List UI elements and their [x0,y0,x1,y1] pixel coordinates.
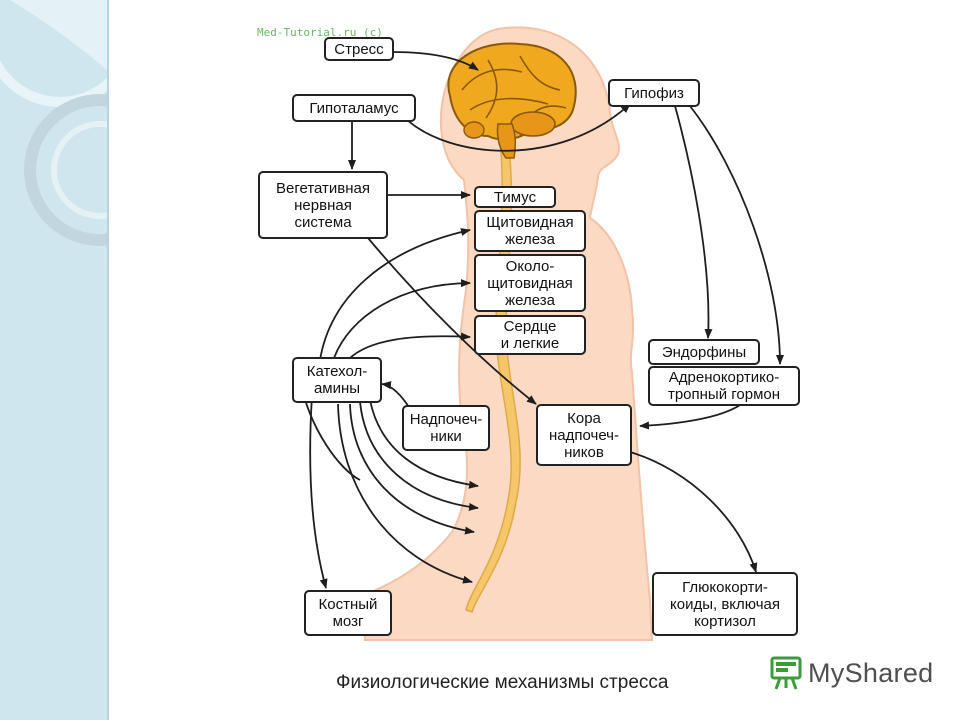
arrow-catecholamines-to-parathyroid [333,279,471,359]
catecholamines-box: Катехол- амины [292,357,382,403]
hypothalamus-box: Гипоталамус [292,94,416,122]
heart-lungs-box: Сердце и легкие [474,315,586,355]
thyroid-box: Щитовидная железа [474,210,586,252]
watermark: Med-Tutorial.ru (c) [257,26,383,39]
arrow-catecholamines-to-body-4 [337,403,473,584]
arrow-catecholamines-to-body-3 [349,403,475,535]
arrow-catecholamines-to-bone-marrow [309,395,328,589]
decorative-sidebar [0,0,176,720]
endorphins-box: Эндорфины [648,339,760,365]
diagram-caption: Физиологические механизмы стресса [336,672,669,693]
thymus-box: Тимус [474,186,556,208]
arrow-pituitary-to-endorphins [674,105,713,339]
stress-box: Стресс [324,37,394,61]
arrows [299,51,784,589]
arrow-catecholamines-to-thyroid [319,228,471,361]
arrow-cortex-to-glucocorticoids [629,451,758,573]
arrow-catecholamines-to-body-1 [369,399,479,489]
pituitary-box: Гипофиз [608,79,700,107]
brand-name: MyShared [808,657,934,688]
arrow-autonomic-to-adrenal-cortex [367,237,537,405]
arrow-catecholamines-to-heart [349,332,471,359]
adrenal-glands-box: Надпочеч- ники [402,405,490,451]
glucocorticoids-box: Глюкокорти- коиды, включая кортизол [652,572,798,636]
myshared-logo: MyShared [770,656,933,690]
arrow-hypothalamus-to-pituitary [404,103,631,152]
brain [447,42,577,159]
adrenal-cortex-box: Кора надпочеч- ников [536,404,632,466]
parathyroid-box: Около- щитовидная железа [474,254,586,312]
acth-box: Адренокортико- тропный гормон [648,366,800,406]
arrow-acth-to-adrenal-cortex [639,404,741,430]
presentation-board-icon [770,656,802,690]
autonomic-nervous-system-box: Вегетативная нервная система [258,171,388,239]
arrow-pituitary-to-acth [689,105,784,365]
arrow-stress-to-brain [391,51,479,71]
bone-marrow-box: Костный мозг [304,590,392,636]
arrow-catecholamines-to-body-2 [359,401,479,511]
